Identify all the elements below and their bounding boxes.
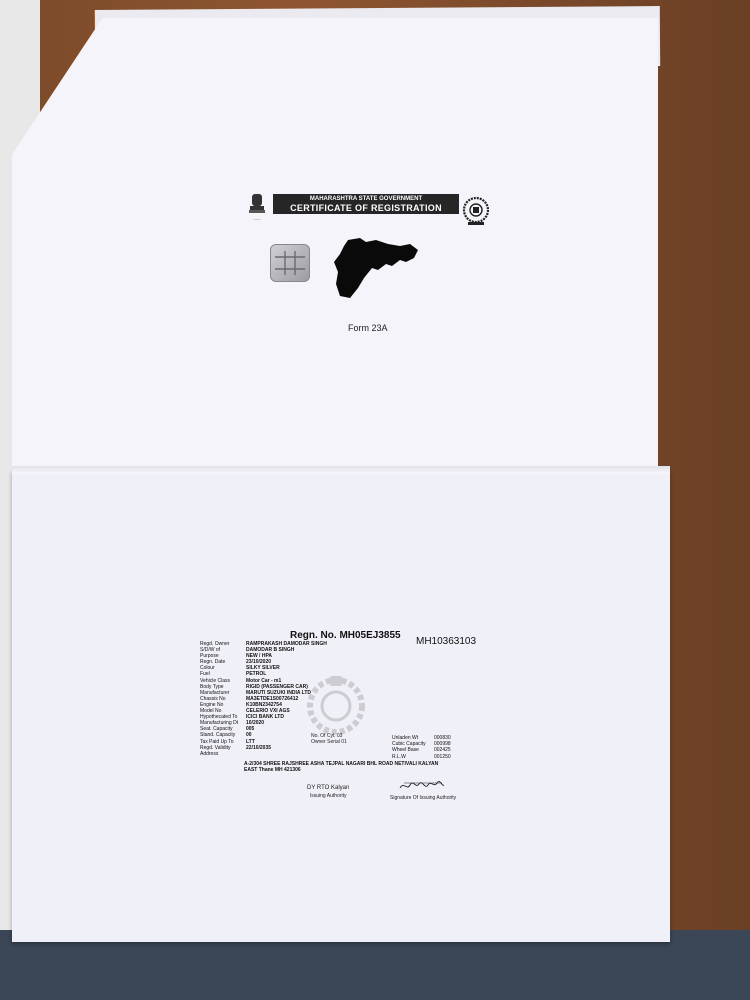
- field-value: 00: [246, 732, 252, 739]
- field-label: Regd. Owner: [200, 641, 230, 647]
- field-row-chassis: Chassis No MA3ETDE1S00726412: [200, 696, 327, 702]
- certificate-title: CERTIFICATE OF REGISTRATION: [290, 203, 442, 213]
- field-row-engine: Engine No K10BN2342754: [200, 702, 327, 708]
- registration-number: Regn. No. MH05EJ3855: [290, 630, 401, 641]
- field-label: Vehicle Class: [200, 677, 231, 684]
- spec-label: Wheel Base: [392, 747, 419, 754]
- field-row-stand-capacity: Stand. Capacity 00: [200, 732, 327, 738]
- issuing-office: DY RTO Kalyan: [307, 785, 350, 791]
- field-row-tax-paid: Tax Paid Up To LTT: [200, 739, 327, 745]
- spec-label: Unladen Wt: [392, 735, 419, 741]
- field-value: Motor Car - m1: [246, 677, 282, 684]
- field-value: SILKY SILVER: [246, 665, 280, 672]
- field-value: RIGID (PASSENGER CAR): [246, 683, 308, 690]
- field-value: CELERIO VXI AGS: [246, 708, 290, 715]
- owner-address: A-2/304 SHREE RAJSHREE ASHA TEJPAL NAGAR…: [244, 761, 439, 774]
- field-label: Address: [200, 750, 219, 757]
- cylinder-owner-block: No. Of Cyl. 03 Owner Serial 01: [311, 733, 347, 745]
- spec-label: Cubic Capacity: [392, 741, 426, 748]
- field-value: LTT: [246, 738, 255, 745]
- field-row-manufacturer: Manufacturer MARUTI SUZUKI INDIA LTD: [200, 690, 327, 696]
- spec-value: 002425: [434, 747, 451, 754]
- field-value: 10/2020: [246, 720, 265, 727]
- paper-top-half: [12, 18, 658, 473]
- field-label: Manufacturing Dt: [200, 720, 239, 727]
- owner-serial-value: 01: [341, 739, 347, 745]
- field-label: Model No: [200, 708, 222, 715]
- field-label: Fuel: [200, 671, 210, 678]
- vehicle-specs: Unladen Wt 000830 Cubic Capacity 000998 Wh…: [392, 735, 451, 760]
- spec-row-cubic: Cubic Capacity 000998: [392, 741, 451, 747]
- field-value: RAMPRAKASH DAMODAR SINGH: [246, 641, 327, 647]
- field-label: Regd. Validity: [200, 744, 231, 751]
- field-label: Stand. Capacity: [200, 732, 236, 739]
- field-value: ICICI BANK LTD: [246, 714, 284, 721]
- field-label: Chassis No: [200, 695, 226, 702]
- field-label: Hypothecated To: [200, 714, 238, 721]
- signature-image: [399, 781, 445, 789]
- rto-seal-icon: [462, 196, 490, 225]
- form-title: Form 23A: [348, 323, 388, 333]
- issuing-authority-label: Issuing Authority: [309, 793, 347, 799]
- paper-fold: [12, 466, 670, 474]
- maharashtra-map-icon: [334, 238, 418, 298]
- document-code: MH10363103: [416, 636, 477, 647]
- owner-serial-label: Owner Serial: [311, 739, 340, 745]
- field-value: K10BN2342754: [246, 701, 282, 708]
- field-label: Colour: [200, 665, 215, 672]
- cylinder-label: No. Of Cyl.: [311, 733, 336, 739]
- field-value: DAMODAR B SINGH: [246, 647, 295, 654]
- field-value: 22/10/2035: [246, 744, 272, 751]
- field-row-purpose: Purpose NEW / HPA: [200, 653, 327, 659]
- svg-text:~~~~: ~~~~: [253, 217, 260, 221]
- spec-value: 000830: [434, 735, 451, 741]
- field-row-owner: Regd. Owner RAMPRAKASH DAMODAR SINGH: [200, 641, 327, 647]
- field-label: Engine No: [200, 701, 224, 708]
- cylinder-row: No. Of Cyl. 03: [311, 733, 347, 739]
- government-name: MAHARASHTRA STATE GOVERNMENT: [309, 196, 423, 202]
- spec-value: 001250: [434, 753, 451, 760]
- field-value: 23/10/2020: [246, 659, 272, 666]
- field-label: Manufacturer: [200, 689, 230, 696]
- owner-serial-row: Owner Serial 01: [311, 739, 347, 745]
- field-row-manufacturing-date: Manufacturing Dt 10/2020: [200, 720, 327, 726]
- field-row-address-label: Address: [200, 751, 327, 757]
- field-label: Regn. Date: [200, 659, 226, 666]
- signature-label: Signature Of Issuing Authority: [390, 795, 457, 801]
- field-row-colour: Colour SILKY SILVER: [200, 665, 327, 671]
- field-label: Tax Paid Up To: [200, 738, 234, 745]
- issuing-office-block: DY RTO Kalyan Issuing Authority: [307, 784, 349, 800]
- field-row-seat-capacity: Seat. Capacity 005: [200, 726, 327, 732]
- paper-bottom-half: [12, 470, 670, 942]
- field-row-regn-date: Regn. Date 23/10/2020: [200, 659, 327, 665]
- spec-value: 000998: [434, 741, 451, 748]
- smart-card-chip-icon: [270, 244, 310, 282]
- field-label: Purpose: [200, 653, 219, 660]
- spec-label: R.L.W: [392, 753, 406, 760]
- field-value: MARUTI SUZUKI INDIA LTD: [246, 689, 311, 696]
- field-row-fuel: Fuel PETROL: [200, 671, 327, 677]
- spec-row-unladen: Unladen Wt 000830: [392, 735, 451, 741]
- field-value: MA3ETDE1S00726412: [246, 695, 299, 702]
- field-label: Body Type: [200, 683, 224, 690]
- field-row-relation: S/D/W of DAMODAR B SINGH: [200, 647, 327, 653]
- field-row-vehicle-class: Vehicle Class Motor Car - m1: [200, 678, 327, 684]
- cylinder-value: 03: [336, 733, 343, 739]
- field-row-hypothecated: Hypothecated To ICICI BANK LTD: [200, 714, 327, 720]
- field-value: PETROL: [246, 671, 267, 678]
- spec-row-wheelbase: Wheel Base 002425: [392, 747, 451, 753]
- field-value: NEW / HPA: [246, 653, 273, 660]
- field-value: 005: [246, 726, 255, 733]
- field-label: S/D/W of: [200, 647, 221, 654]
- spec-row-rlw: R.L.W 001250: [392, 754, 451, 760]
- field-row-validity: Regd. Validity 22/10/2035: [200, 745, 327, 751]
- registration-fields: Regd. Owner RAMPRAKASH DAMODAR SINGH S/D/…: [200, 641, 327, 757]
- field-label: Seat. Capacity: [200, 726, 233, 733]
- national-emblem-icon: ~~~~: [249, 194, 265, 221]
- field-row-model: Model No CELERIO VXI AGS: [200, 708, 327, 714]
- field-row-body-type: Body Type RIGID (PASSENGER CAR): [200, 684, 327, 690]
- government-banner: MAHARASHTRA STATE GOVERNMENT CERTIFICATE…: [273, 194, 459, 214]
- watermark-seal-icon: [307, 676, 365, 735]
